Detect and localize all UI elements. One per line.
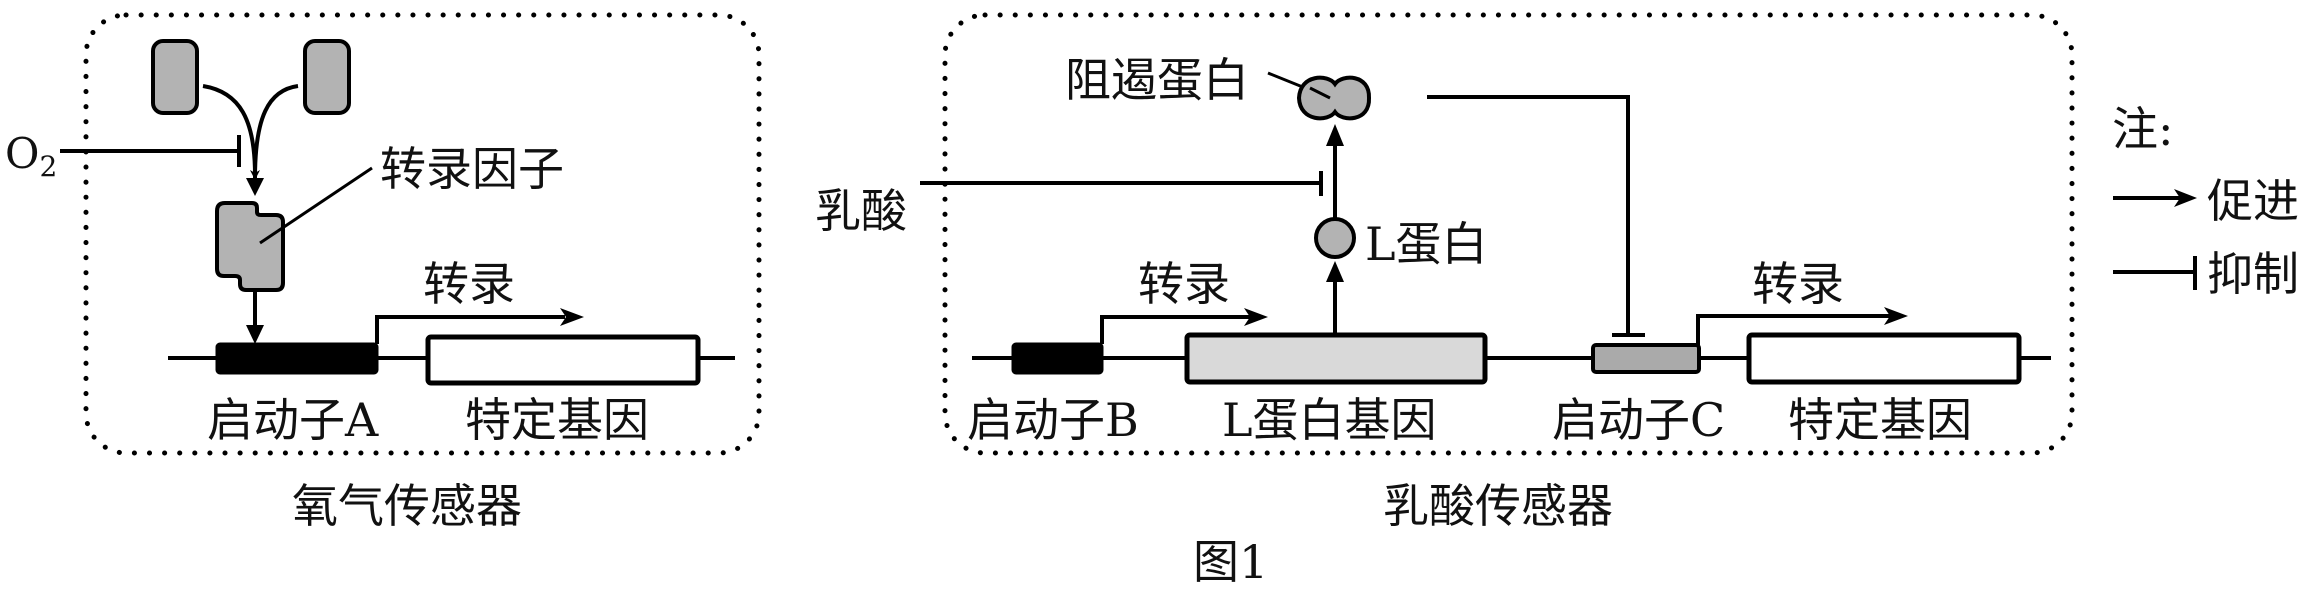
figure-caption: 图1: [1193, 535, 1268, 589]
lactate-input-label: 乳酸: [815, 184, 907, 238]
target-gene-a-label: 特定基因: [465, 393, 649, 447]
subunit-right-icon: [303, 39, 351, 115]
lactate-sensor-boundary: [942, 12, 2075, 456]
lactate-sensor-title: 乳酸传感器: [1383, 479, 1613, 533]
repressor-label: 阻遏蛋白: [1065, 53, 1249, 107]
transcription-arrowhead-c-icon: [1884, 307, 1908, 325]
promoter-c: [1591, 343, 1701, 374]
target-gene-a: [425, 334, 701, 386]
transcription-arrow-a: [375, 315, 565, 344]
promoter-c-label: 启动子C: [1552, 393, 1725, 447]
o2-label: O2: [5, 129, 57, 183]
l-protein-label: L蛋白: [1365, 217, 1488, 271]
l-to-repressor-arrowhead-icon: [1326, 124, 1344, 146]
subunit-left-icon: [151, 39, 199, 115]
transcription-label-c: 转录: [1752, 257, 1844, 311]
assembly-arrow-left: [202, 84, 257, 176]
oxygen-sensor-panel: O2 转录因子 转录 启动子A 特定基因 氧气传感器: [5, 12, 762, 533]
target-gene-c-label: 特定基因: [1788, 393, 1972, 447]
promoter-b: [1011, 342, 1104, 375]
l-protein-icon: [1314, 217, 1356, 259]
tf-leader-line: [259, 166, 373, 245]
repressor-inhibit-line: [1427, 95, 1630, 335]
legend-title: 注:: [2112, 102, 2174, 156]
transcription-arrowhead-b-icon: [1244, 308, 1268, 326]
lactate-sensor-panel: 阻遏蛋白 乳酸 L蛋白 转录 转录 启动子B: [815, 12, 2075, 533]
legend: 注: 促进 抑制: [2112, 102, 2299, 301]
transcription-label-b: 转录: [1138, 257, 1230, 311]
legend-inhibit-label: 抑制: [2207, 247, 2299, 301]
target-gene-c: [1746, 332, 2022, 385]
l-gene-expression-arrowhead-icon: [1326, 261, 1344, 282]
assembly-arrow-right: [250, 84, 299, 180]
transcription-factor-label: 转录因子: [380, 142, 564, 196]
assembly-arrowhead-icon: [246, 178, 264, 196]
legend-promote-label: 促进: [2207, 174, 2299, 228]
repressor-protein-icon: [1296, 75, 1372, 121]
promoter-a-label: 启动子A: [207, 393, 379, 447]
oxygen-sensor-boundary: [83, 12, 762, 456]
oxygen-sensor-title: 氧气传感器: [292, 479, 522, 533]
legend-promote-arrow-icon: [2174, 189, 2197, 207]
promoter-a: [215, 342, 379, 375]
transcription-arrowhead-a-icon: [560, 308, 584, 326]
promoter-b-label: 启动子B: [967, 393, 1139, 447]
transcription-label-a: 转录: [423, 257, 515, 311]
repressor-leader-line-inner: [1309, 86, 1331, 100]
transcription-factor-icon: [215, 201, 285, 292]
transcription-arrow-c: [1696, 314, 1890, 345]
l-protein-gene: [1184, 332, 1488, 385]
l-gene-label: L蛋白基因: [1222, 393, 1437, 447]
transcription-arrow-b: [1100, 315, 1250, 344]
tf-binding-arrowhead-icon: [246, 325, 264, 344]
